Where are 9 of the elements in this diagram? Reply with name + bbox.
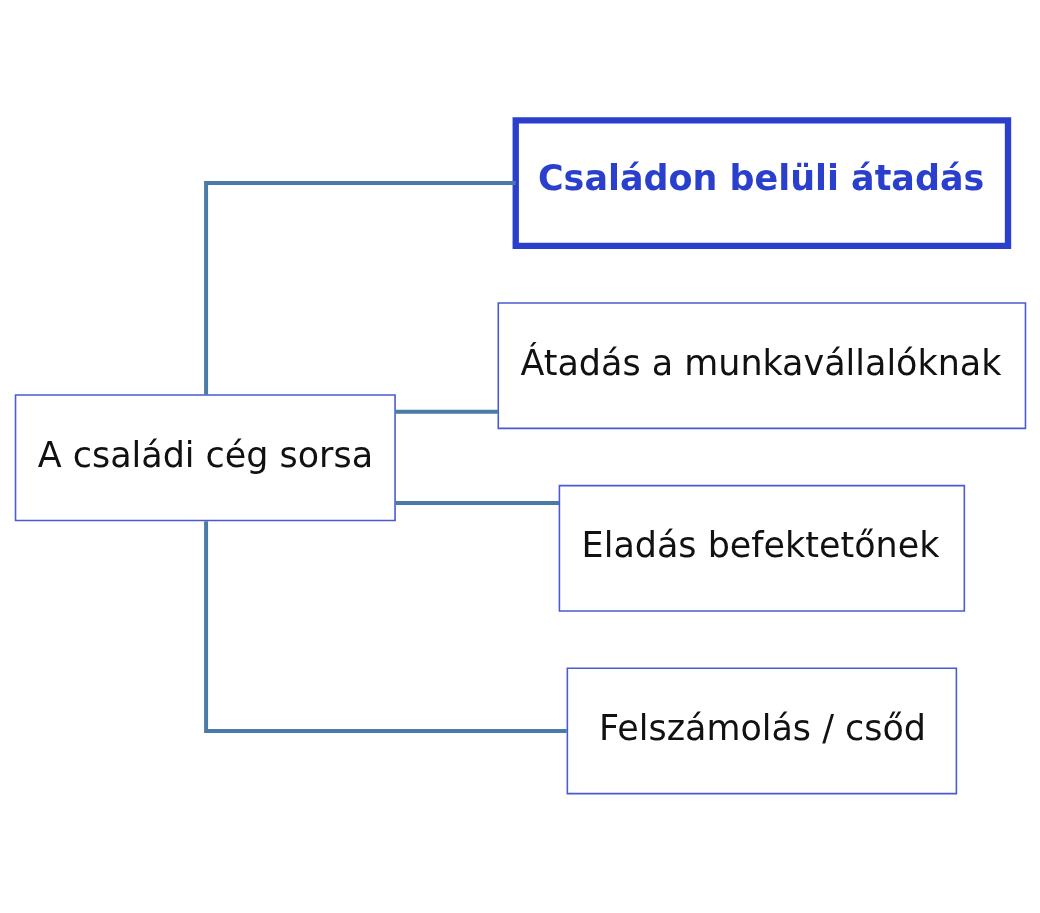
connector (203, 180, 516, 395)
node-box: Családon belüli átadás (512, 116, 1011, 249)
node-box: A családi cég sorsa (14, 393, 396, 521)
connector (394, 409, 498, 414)
node-box: Átadás a munkavállalóknak (496, 301, 1026, 429)
connector (394, 500, 559, 505)
connector (203, 520, 567, 733)
node-box: Eladás befektetőnek (558, 484, 965, 612)
node-box: Felszámolás / csőd (566, 666, 957, 794)
